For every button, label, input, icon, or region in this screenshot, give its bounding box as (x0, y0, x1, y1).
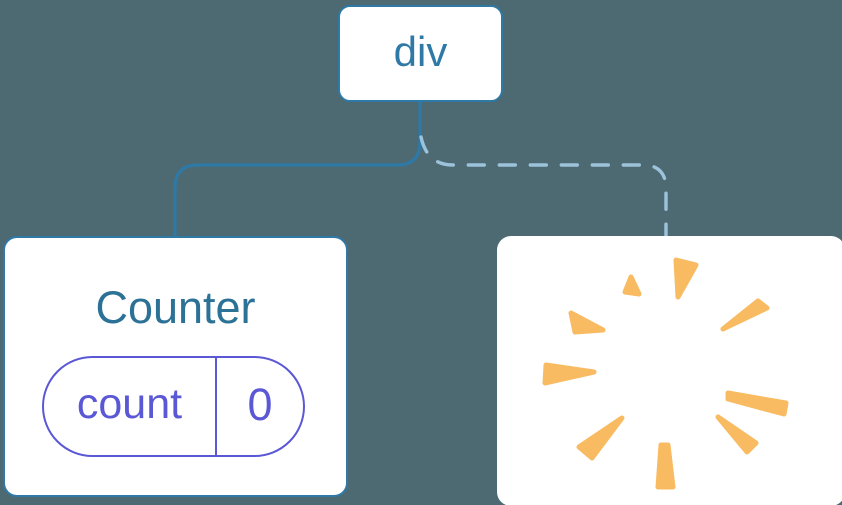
poof-ray-left (542, 362, 597, 386)
poof-ray-bottom (655, 442, 676, 490)
poof-ray-upper-right (720, 298, 770, 332)
root-node-label: div (393, 27, 448, 75)
counter-node: Counter count 0 (3, 236, 348, 497)
removed-node (497, 236, 842, 505)
poof-ray-right (725, 390, 789, 417)
poof-ray-upper-left (568, 310, 606, 335)
poof-burst-icon (542, 257, 789, 490)
state-key-cell: count (44, 358, 217, 455)
poof-ray-lower-right (715, 414, 759, 455)
state-key-label: count (76, 379, 183, 428)
edge-root-to-removed (419, 135, 668, 240)
poof-ray-upper-left-small (622, 274, 642, 297)
counter-node-title: Counter (95, 282, 256, 333)
state-pill: count 0 (42, 356, 305, 457)
state-value-cell: 0 (217, 358, 303, 455)
poof-ray-lower-left (576, 415, 625, 461)
edge-root-to-counter (173, 101, 422, 238)
root-node-div: div (338, 5, 503, 102)
state-value-label: 0 (247, 378, 273, 430)
poof-ray-top (673, 257, 699, 300)
